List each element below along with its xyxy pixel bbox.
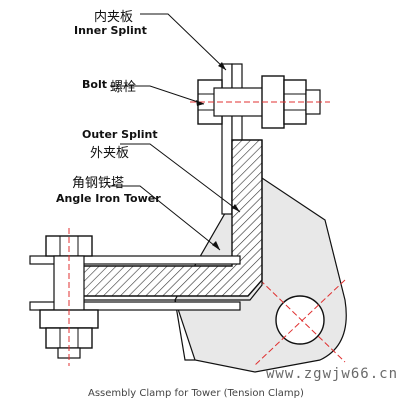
bolt-label-en: Bolt: [82, 78, 107, 91]
figure-caption: Assembly Clamp for Tower (Tension Clamp): [88, 388, 304, 399]
inner-splint-label-en: Inner Splint: [74, 24, 147, 37]
outer-splint-label-cn: 外夹板: [90, 146, 130, 161]
lower-plate-2: [29, 301, 241, 311]
bolt-label-cn: 螺栓: [110, 80, 137, 95]
hole-centerline-2: [254, 279, 346, 366]
left-bolt: [39, 228, 99, 366]
tower-plate-edge: [174, 299, 195, 361]
watermark: www.zgwjw66.cn: [266, 366, 399, 382]
inner-splint-plate: [221, 63, 233, 215]
inner-splint-label-cn: 内夹板: [94, 10, 134, 25]
lower-plate-1: [29, 255, 241, 265]
outer-splint-label-en: Outer Splint: [82, 128, 158, 141]
leader-arrows: [196, 62, 240, 250]
tower-hole: [275, 295, 325, 345]
angle-iron-section: [59, 139, 263, 297]
angle-iron-label-en: Angle Iron Tower: [56, 192, 161, 205]
angle-iron-label-cn: 角钢铁塔: [72, 176, 125, 191]
angle-iron-outer-edge: [60, 140, 263, 301]
top-bolt: [190, 75, 330, 129]
hole-centerline-1: [259, 279, 346, 363]
leader-lines: [108, 13, 241, 251]
